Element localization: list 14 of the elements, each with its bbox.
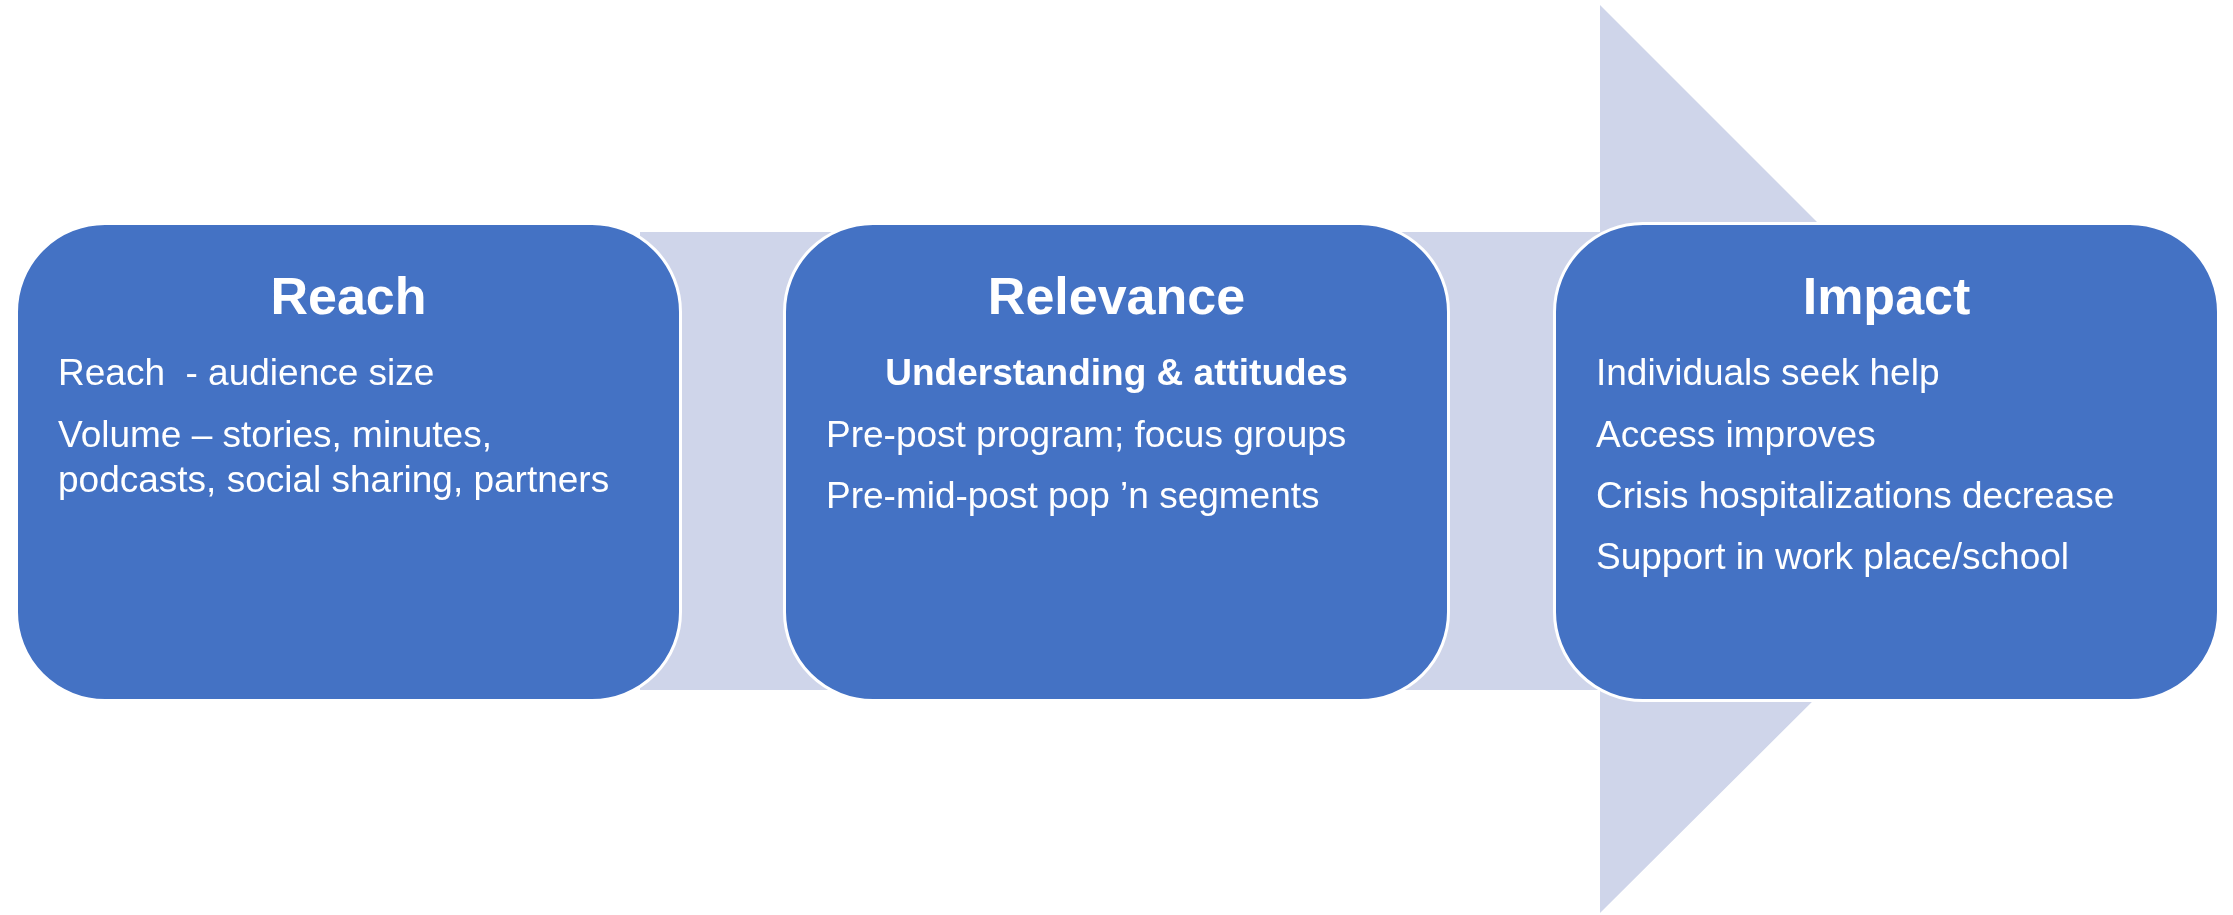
stage-item: Crisis hospitalizations decrease [1596, 473, 2116, 518]
stage-subtitle: Understanding & attitudes [884, 351, 1349, 396]
stage-item: Access improves [1596, 412, 1877, 457]
stage-item: Volume – stories, minutes, podcasts, social sharing, partners [58, 412, 611, 502]
stage-title: Impact [1801, 266, 1972, 327]
stage-title: Reach [269, 266, 428, 327]
stage-item: Pre-mid-post pop ’n segments [826, 473, 1321, 518]
stage-item: Individuals seek help [1596, 351, 1941, 396]
stage-box [15, 222, 682, 702]
stage-item: Support in work place/school [1596, 534, 2071, 579]
stage-item: Pre-post program; focus groups [826, 412, 1348, 457]
stage-item: Reach - audience size [58, 351, 436, 396]
stage-box [1553, 222, 2220, 702]
stage-title: Relevance [986, 266, 1247, 327]
